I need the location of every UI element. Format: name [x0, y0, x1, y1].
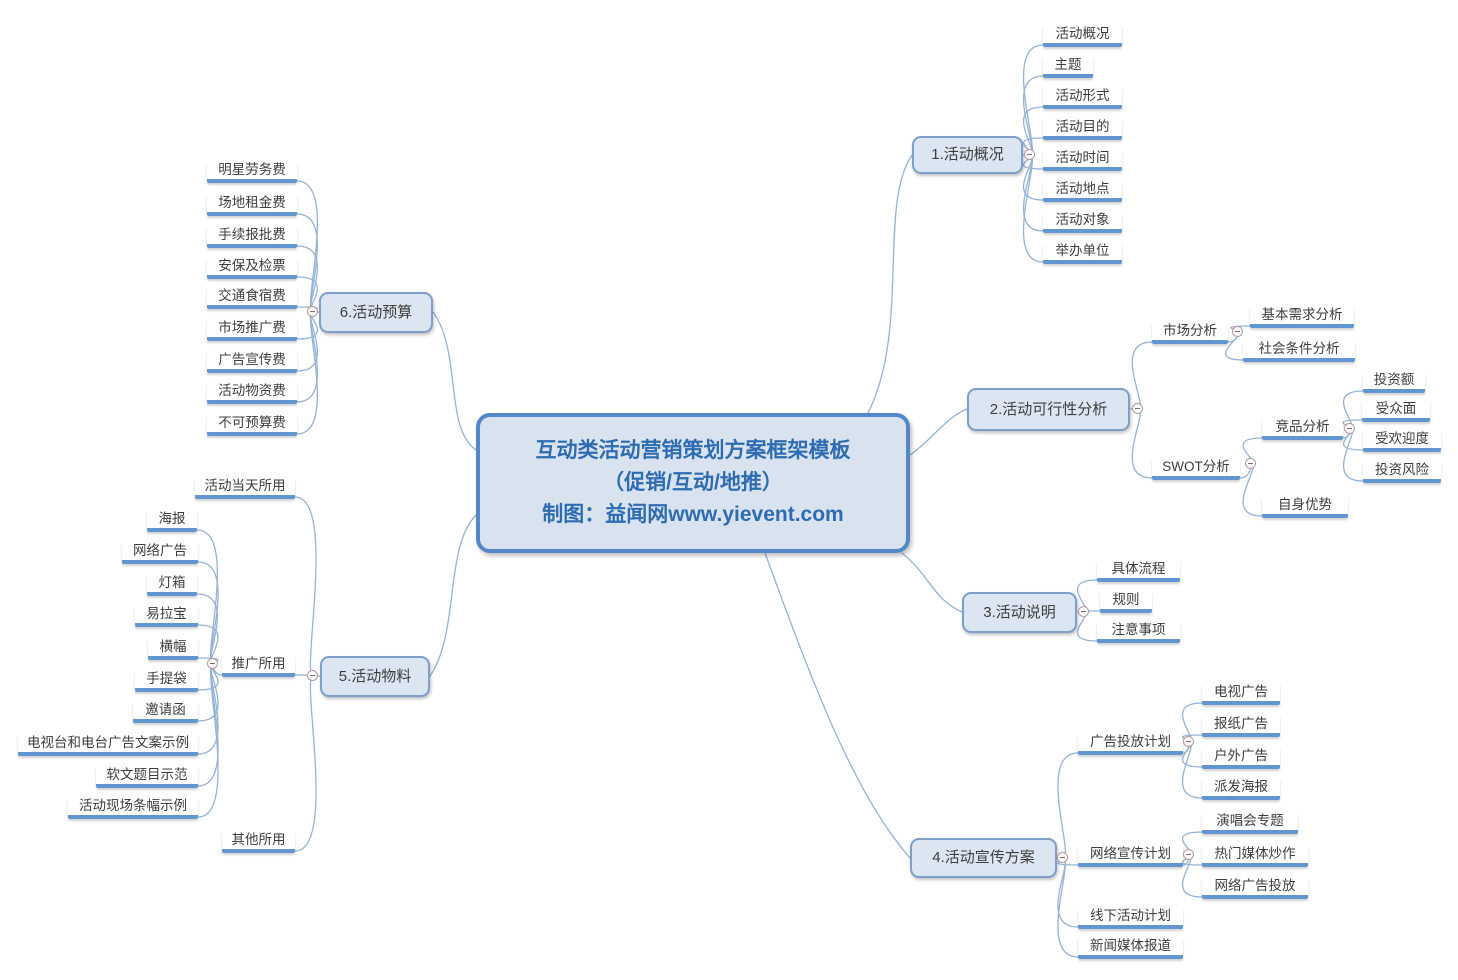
node-branches-3-c-1-c-2[interactable]: 网络广告投放 — [1202, 878, 1308, 899]
node-branches-1-c-1-c-0[interactable]: 竞品分析 — [1262, 419, 1343, 440]
node-branches-5-c-7[interactable]: 活动物资费 — [207, 383, 297, 404]
central-topic-credit: 制图：益闻网www.yievent.com — [542, 503, 844, 526]
node-branches-1-c-1-c-0-c-0[interactable]: 投资额 — [1363, 372, 1425, 393]
node-branches-4-c-1-c-5[interactable]: 手提袋 — [135, 671, 198, 692]
node-branches-1-c-1-c-0-c-3[interactable]: 投资风险 — [1363, 462, 1441, 483]
node-branches-0-c-1[interactable]: 主题 — [1043, 57, 1093, 78]
node-branches-3-c-2[interactable]: 线下活动计划 — [1078, 908, 1183, 929]
collapse-minus-icon[interactable] — [1132, 403, 1143, 414]
node-branches-3-c-1-c-1[interactable]: 热门媒体炒作 — [1202, 846, 1308, 867]
node-branches-4-c-2[interactable]: 其他所用 — [222, 832, 295, 853]
node-branches-3-c-0-c-0[interactable]: 电视广告 — [1202, 684, 1280, 705]
node-branches-1-c-1-c-0-c-1[interactable]: 受众面 — [1362, 401, 1430, 422]
node-branches-0-c-7[interactable]: 举办单位 — [1043, 243, 1122, 264]
node-branches-4-c-1-c-9[interactable]: 活动现场条幅示例 — [68, 798, 198, 819]
node-branches-5-c-0[interactable]: 明星劳务费 — [207, 162, 297, 183]
node-branches-1-c-1[interactable]: SWOT分析 — [1152, 459, 1240, 480]
node-branches-0-c-0[interactable]: 活动概况 — [1043, 26, 1122, 47]
collapse-minus-icon[interactable] — [1245, 458, 1256, 469]
node-branches-0-c-3[interactable]: 活动目的 — [1043, 119, 1122, 140]
node-branches-0-c-4[interactable]: 活动时间 — [1043, 150, 1122, 171]
node-branches-1[interactable]: 2.活动可行性分析 — [967, 388, 1130, 431]
node-branches-3[interactable]: 4.活动宣传方案 — [910, 838, 1057, 878]
node-branches-2-c-1[interactable]: 规则 — [1100, 592, 1152, 613]
node-branches-2-c-2[interactable]: 注意事项 — [1097, 622, 1180, 643]
node-branches-5-c-4[interactable]: 交通食宿费 — [207, 288, 297, 309]
collapse-minus-icon[interactable] — [1344, 423, 1355, 434]
node-branches-1-c-1-c-1[interactable]: 自身优势 — [1262, 497, 1348, 518]
node-branches-1-c-1-c-0-c-2[interactable]: 受欢迎度 — [1363, 431, 1441, 452]
node-branches-0-c-5[interactable]: 活动地点 — [1043, 181, 1122, 202]
node-branches-4-c-1-c-6[interactable]: 邀请函 — [133, 702, 198, 723]
central-topic-subtitle: （促销/互动/地推） — [603, 471, 783, 494]
collapse-minus-icon[interactable] — [307, 306, 318, 317]
collapse-minus-icon[interactable] — [307, 670, 318, 681]
collapse-minus-icon[interactable] — [1078, 606, 1089, 617]
node-branches-0-c-2[interactable]: 活动形式 — [1043, 88, 1122, 109]
node-branches-2[interactable]: 3.活动说明 — [962, 592, 1077, 633]
collapse-minus-icon[interactable] — [1183, 736, 1194, 747]
node-branches-0-c-6[interactable]: 活动对象 — [1043, 212, 1122, 233]
collapse-minus-icon[interactable] — [1057, 852, 1068, 863]
node-branches-4-c-1-c-2[interactable]: 灯箱 — [147, 575, 197, 596]
node-branches-2-c-0[interactable]: 具体流程 — [1097, 561, 1180, 582]
node-branches-3-c-0-c-2[interactable]: 户外广告 — [1202, 748, 1280, 769]
node-branches-3-c-1-c-0[interactable]: 演唱会专题 — [1202, 813, 1298, 834]
node-branches-1-c-0[interactable]: 市场分析 — [1152, 323, 1228, 344]
node-branches-5-c-6[interactable]: 广告宣传费 — [207, 352, 297, 373]
node-branches-4[interactable]: 5.活动物料 — [320, 656, 430, 697]
node-branches-1-c-0-c-1[interactable]: 社会条件分析 — [1243, 341, 1355, 362]
node-branches-5-c-5[interactable]: 市场推广费 — [207, 320, 297, 341]
node-branches-3-c-1[interactable]: 网络宣传计划 — [1078, 846, 1183, 867]
collapse-minus-icon[interactable] — [1024, 149, 1035, 160]
node-branches-4-c-0[interactable]: 活动当天所用 — [195, 478, 295, 499]
node-branches-5[interactable]: 6.活动预算 — [319, 292, 433, 333]
node-branches-1-c-0-c-0[interactable]: 基本需求分析 — [1250, 307, 1354, 328]
node-branches-4-c-1-c-0[interactable]: 海报 — [147, 511, 197, 532]
node-branches-3-c-0[interactable]: 广告投放计划 — [1078, 734, 1183, 755]
node-branches-4-c-1[interactable]: 推广所用 — [222, 656, 295, 677]
node-branches-4-c-1-c-8[interactable]: 软文题目示范 — [96, 767, 198, 788]
node-branches-5-c-1[interactable]: 场地租金费 — [207, 195, 297, 216]
node-branches-3-c-3[interactable]: 新闻媒体报道 — [1078, 938, 1183, 959]
node-branches-5-c-8[interactable]: 不可预算费 — [207, 415, 297, 436]
node-branches-4-c-1-c-1[interactable]: 网络广告 — [122, 543, 198, 564]
collapse-minus-icon[interactable] — [1183, 849, 1194, 860]
node-branches-5-c-3[interactable]: 安保及检票 — [207, 258, 297, 279]
node-branches-4-c-1-c-3[interactable]: 易拉宝 — [135, 606, 198, 627]
central-topic-title: 互动类活动营销策划方案框架模板 — [535, 439, 851, 462]
central-topic[interactable]: 互动类活动营销策划方案框架模板 （促销/互动/地推） 制图：益闻网www.yie… — [476, 413, 910, 553]
node-branches-4-c-1-c-7[interactable]: 电视台和电台广告文案示例 — [18, 735, 198, 756]
collapse-minus-icon[interactable] — [207, 658, 218, 669]
collapse-minus-icon[interactable] — [1232, 326, 1243, 337]
node-branches-3-c-0-c-3[interactable]: 派发海报 — [1202, 779, 1280, 800]
node-branches-3-c-0-c-1[interactable]: 报纸广告 — [1202, 716, 1280, 737]
node-branches-0[interactable]: 1.活动概况 — [912, 136, 1023, 174]
node-branches-4-c-1-c-4[interactable]: 横幅 — [148, 639, 198, 660]
node-branches-5-c-2[interactable]: 手续报批费 — [207, 227, 297, 248]
